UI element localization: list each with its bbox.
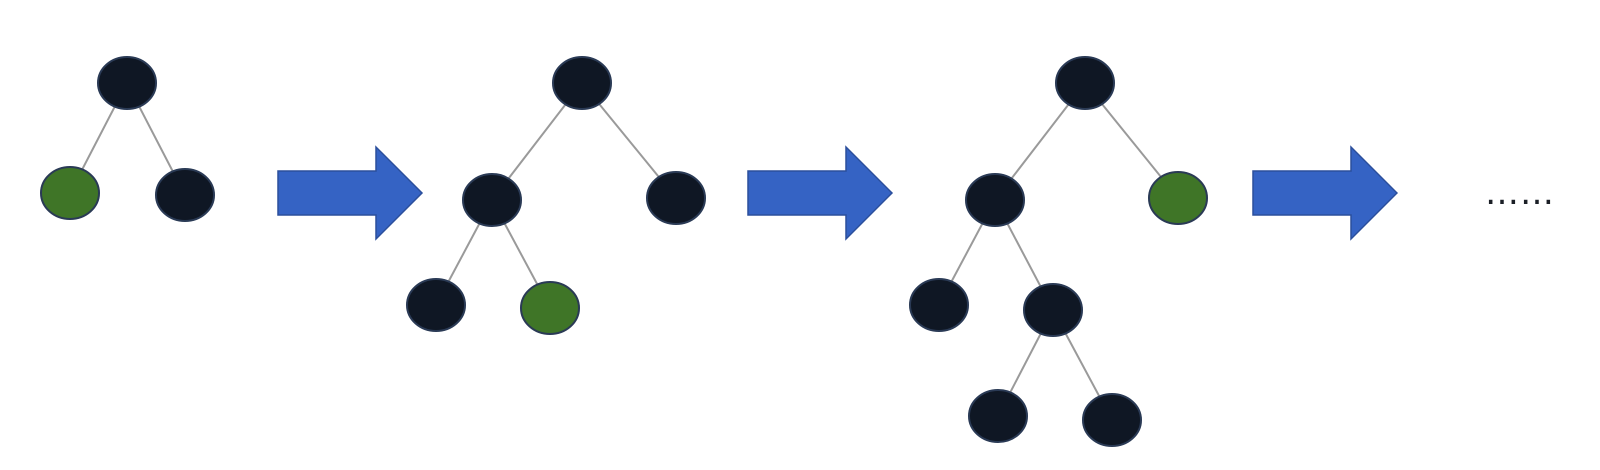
edges-layer xyxy=(69,82,1179,421)
step-3-node-lr xyxy=(1023,283,1083,337)
step-3-node-l xyxy=(965,173,1025,227)
arrows-layer xyxy=(277,145,1399,241)
nodes-layer xyxy=(40,56,1208,447)
step-2-node-l xyxy=(462,173,522,227)
step-2-node-ll xyxy=(406,278,466,332)
right-arrow-icon xyxy=(747,145,894,241)
step-3-node-lrl xyxy=(968,389,1028,443)
step-1-node-l-highlighted xyxy=(40,166,100,220)
step-2-node-r xyxy=(646,171,706,225)
continuation-ellipsis: …… xyxy=(1485,173,1555,213)
step-1-node-r xyxy=(155,168,215,222)
right-arrow-icon xyxy=(277,145,424,241)
step-2-node-lr-highlighted xyxy=(520,281,580,335)
step-3-node-r-highlighted xyxy=(1148,171,1208,225)
right-arrow-icon xyxy=(1252,145,1399,241)
step-3-node-ll xyxy=(909,278,969,332)
step-3-node-lrr xyxy=(1082,393,1142,447)
step-1-node-root xyxy=(97,56,157,110)
step-3-node-root xyxy=(1055,56,1115,110)
step-2-node-root xyxy=(552,56,612,110)
